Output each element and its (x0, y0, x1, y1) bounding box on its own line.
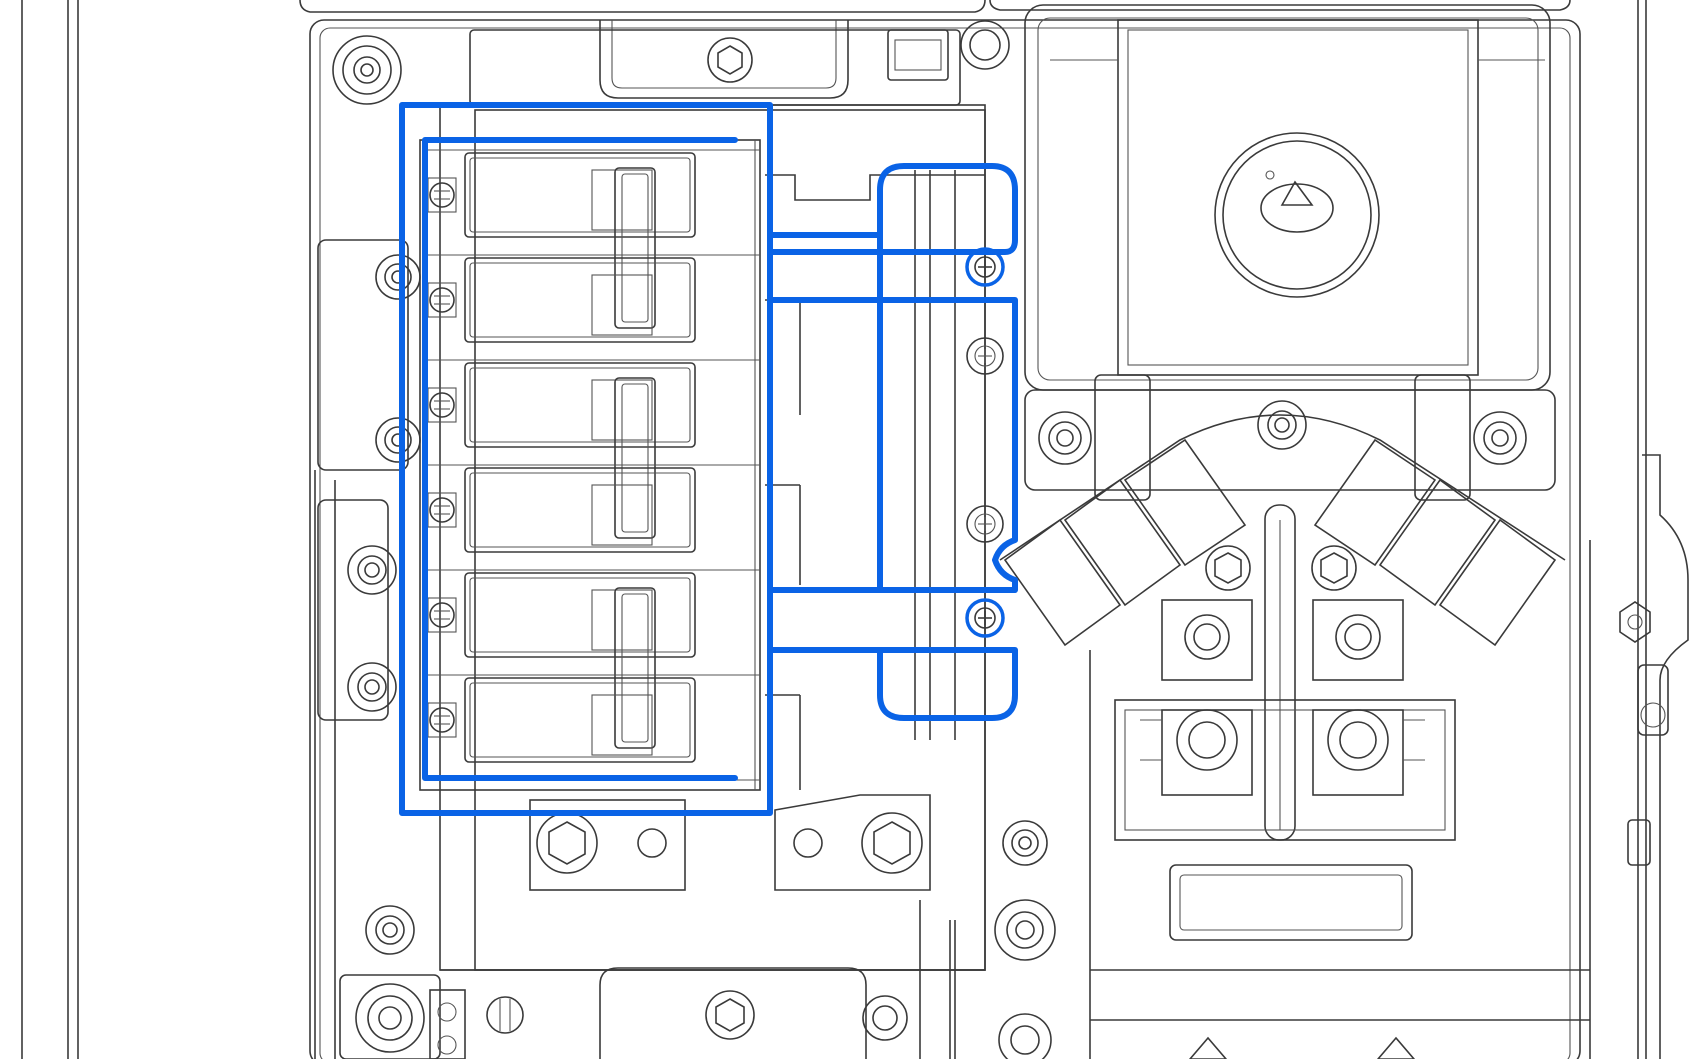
hex-nut-icon (705, 990, 755, 1040)
top-bracket (469, 20, 961, 106)
phillips-screw-icon (965, 598, 1005, 638)
hex-nut-icon (1205, 545, 1251, 591)
hex-nut-icon (347, 545, 397, 595)
hex-nut-icon (365, 905, 415, 955)
phillips-screw-icon (965, 247, 1005, 287)
phillips-screw-icon (966, 337, 1004, 375)
bus-bracket-bottom-highlight (767, 647, 1018, 721)
hex-nut-icon (1184, 614, 1230, 660)
hex-nut-icon (1311, 545, 1357, 591)
hex-nut-icon (355, 983, 425, 1053)
phillips-screw-icon (966, 505, 1004, 543)
label-plate (1169, 864, 1413, 941)
meter-module (1024, 4, 1551, 391)
breaker-handle (614, 587, 656, 749)
breaker-handle (614, 167, 656, 329)
terminal-screw-icon (427, 492, 457, 528)
hex-nut-icon (332, 35, 402, 105)
hex-nut-icon (1473, 411, 1527, 465)
enclosure (21, 0, 1647, 1059)
highlight-overlay (399, 102, 1018, 816)
neutral-bus (999, 374, 1591, 1059)
breaker (425, 674, 760, 763)
hex-nut-icon (1257, 400, 1307, 450)
hex-nut-icon (375, 417, 421, 463)
breaker (425, 569, 760, 749)
connector-block (887, 29, 949, 81)
breaker (425, 464, 760, 553)
hex-nut-icon (1327, 709, 1389, 771)
lug-right (774, 794, 931, 891)
terminal-screw-icon (427, 282, 457, 318)
breaker (425, 359, 760, 539)
terminal-screw-icon (427, 387, 457, 423)
breaker-stack (419, 139, 761, 791)
knob-icon (1214, 132, 1380, 298)
breaker (425, 254, 760, 343)
hex-nut-icon (994, 899, 1056, 961)
breaker-bracket-highlight (422, 137, 738, 781)
hex-nut-icon (1038, 411, 1092, 465)
breaker-handle (614, 377, 656, 539)
bus-bracket-middle-highlight (767, 297, 1018, 593)
hex-nut-icon (960, 20, 1010, 70)
bus-bracket-top-highlight (767, 163, 1018, 255)
hex-nut-icon (862, 995, 908, 1041)
hex-nut-icon (347, 662, 397, 712)
hex-nut-icon (1002, 820, 1048, 866)
chassis-plate (429, 104, 986, 1059)
enclosure-latch (1619, 454, 1689, 1059)
hex-nut-icon (1176, 709, 1238, 771)
hex-nut-icon (375, 254, 421, 300)
small-block (429, 989, 466, 1059)
terminal-screw-icon (427, 177, 457, 213)
hex-nut-icon (536, 812, 598, 874)
breaker-stack-highlight (399, 102, 773, 816)
terminal-screw-icon (427, 597, 457, 633)
lug-left (529, 799, 686, 891)
hex-nut-icon (1335, 614, 1381, 660)
hex-nut-icon (861, 812, 923, 874)
terminal-screw-icon (427, 702, 457, 738)
hex-nut-icon (998, 1013, 1052, 1059)
mounting-nut-icons (332, 20, 1056, 1059)
hex-nut-icon (707, 37, 753, 83)
